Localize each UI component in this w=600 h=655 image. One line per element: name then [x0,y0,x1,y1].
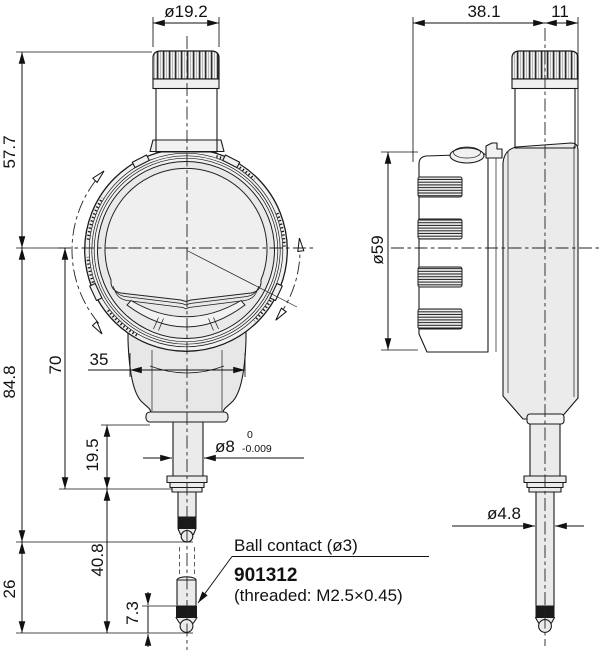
dim-o59-label: ø59 [368,235,387,264]
dim-57-7-label: 57.7 [0,135,19,168]
dim-depth-axis-to-back: 11 [544,2,579,146]
dim-11-label: 11 [551,2,569,21]
side-clamp-knob [449,147,485,164]
rotation-arrow-lower-right [275,307,288,321]
dim-o8-tol-upper: 0 [247,429,253,441]
dim-depth-bezel-to-axis: 38.1 [412,2,546,162]
bezel-tabs [89,154,283,302]
note-thread-spec: (threaded: M2.5×0.45) [234,586,403,605]
dim-70-label: 70 [46,356,65,375]
display-window [104,167,268,303]
rotation-arcs [71,170,305,335]
dim-center-to-stem-end: 70 [46,247,172,490]
dim-19-5-label: 19.5 [83,438,102,471]
dim-84-8-label: 84.8 [0,365,19,398]
front-contact-knurl [176,606,197,618]
note-contact-label: Ball contact (ø3) [234,536,358,555]
front-contact-shank [176,579,197,607]
side-bezel-knurls [417,176,463,330]
dim-7-3-label: 7.3 [123,601,142,625]
button-strip [126,299,246,328]
note-part-number: 901312 [234,565,297,586]
rotation-arrow-lower-left [91,320,103,335]
dim-center-to-tip: 84.8 [0,247,193,543]
front-contact-ball-extended [179,619,194,633]
button-dividers [153,317,219,331]
dimensions: ø19.2 57.7 84.8 26 70 [0,2,584,647]
pointer-line [186,250,298,308]
side-view [391,28,600,646]
front-cap-band [152,78,220,90]
rotation-arrow-right [297,237,305,252]
dim-height-cap-to-center: 57.7 [0,51,152,249]
side-body [502,142,579,420]
dim-26-label: 26 [0,580,19,599]
dim-35-label: 35 [90,350,109,369]
front-dial [84,148,298,352]
dim-o8-label: ø8 [215,437,235,456]
dim-38-1-label: 38.1 [467,2,500,21]
contact-note: Ball contact (ø3) 901312 (threaded: M2.5… [197,536,429,605]
dim-stem-exposed: 19.5 [83,424,150,490]
side-lug [485,142,503,159]
front-cap [152,50,220,90]
dim-bezel-diameter: ø59 [368,151,418,351]
front-view [58,36,316,650]
dim-spindle-diameter: ø4.8 [452,504,584,530]
side-stem [529,423,561,477]
dim-contact-point-length: 7.3 [123,592,176,647]
dim-back-width: 35 [88,350,246,377]
dim-stem-diameter: ø8 0 -0.009 [143,429,304,462]
dim-cap-diameter-label: ø19.2 [164,2,207,21]
dim-40-8-label: 40.8 [88,543,107,576]
dim-o4-8-label: ø4.8 [487,504,521,523]
rotation-arrow-upper-left [92,170,105,184]
dim-spindle-exposed: 40.8 [88,488,111,634]
dim-o8-tol-lower: -0.009 [242,443,272,455]
dim-cap-diameter: ø19.2 [152,2,220,47]
front-stem [172,421,204,477]
